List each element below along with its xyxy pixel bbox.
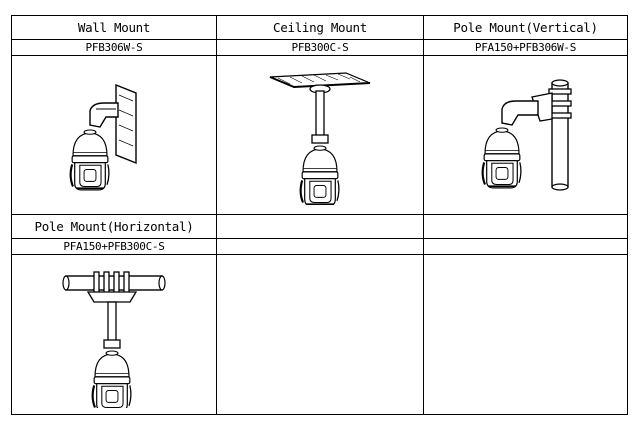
mount-options-table: Wall Mount Ceiling Mount Pole Mount(Vert…: [11, 15, 628, 415]
mount-illustration-cell-wall: [11, 54, 217, 216]
ceiling-mount-camera-icon: [269, 72, 371, 206]
mount-model-wall: PFB306W-S: [11, 38, 217, 56]
mount-title-pole-vertical: Pole Mount(Vertical): [423, 15, 628, 40]
wall-mount-camera-icon: [69, 84, 137, 192]
mount-illustration-cell-empty-2: [423, 254, 628, 415]
mount-model-pole-horizontal: PFA150+PFB300C-S: [11, 237, 217, 256]
mount-model-pole-vertical: PFA150+PFB306W-S: [423, 38, 628, 56]
mount-model-empty-2: [423, 237, 628, 256]
pole-horizontal-camera-icon: [62, 271, 166, 408]
mount-illustration-cell-pole-horizontal: [11, 254, 217, 415]
mount-title-pole-horizontal: Pole Mount(Horizontal): [11, 214, 217, 239]
mount-illustration-cell-ceiling: [216, 54, 424, 216]
mount-illustration-cell-pole-vertical: [423, 54, 628, 216]
mount-title-ceiling: Ceiling Mount: [216, 15, 424, 40]
mount-title-wall: Wall Mount: [11, 15, 217, 40]
pole-vertical-camera-icon: [481, 79, 572, 191]
mount-model-ceiling: PFB300C-S: [216, 38, 424, 56]
mount-illustration-cell-empty-1: [216, 254, 424, 415]
mount-title-empty-1: [216, 214, 424, 239]
mount-model-empty-1: [216, 237, 424, 256]
mount-title-empty-2: [423, 214, 628, 239]
